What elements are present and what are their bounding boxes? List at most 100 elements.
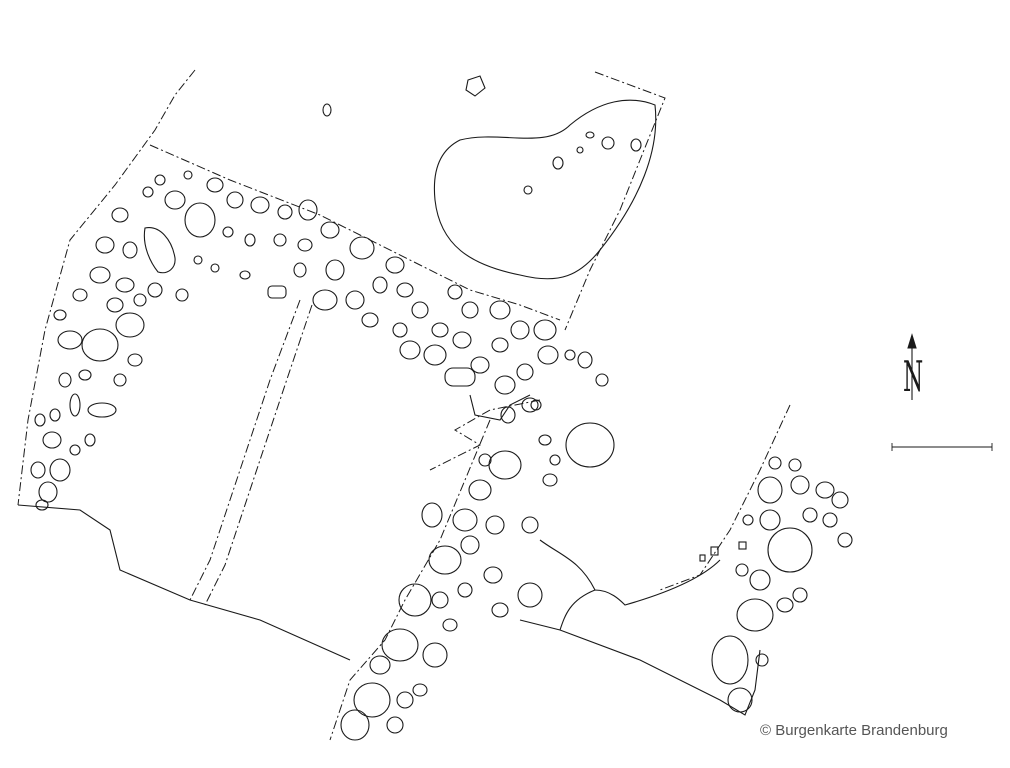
stone [133, 293, 147, 307]
stone [595, 373, 609, 387]
stone [398, 583, 432, 617]
stone [776, 597, 794, 613]
stone [210, 263, 220, 273]
stone [491, 337, 509, 353]
trench-boundary-ne [564, 71, 666, 331]
stone [175, 288, 189, 302]
stone [297, 238, 313, 252]
trench-boundary-south-west [329, 419, 491, 741]
stone [576, 146, 584, 154]
stone [767, 527, 813, 573]
stone [452, 331, 472, 349]
stone [381, 628, 419, 662]
stone [385, 256, 405, 274]
stone [510, 320, 530, 340]
stone [293, 262, 307, 278]
stone [538, 434, 552, 446]
isolated-finds [322, 75, 642, 195]
stone [89, 266, 111, 284]
stone [457, 582, 473, 598]
trench-boundaries [17, 69, 791, 741]
stone [533, 319, 557, 341]
north-arrow-head [907, 333, 917, 349]
stone [111, 207, 129, 223]
stone [423, 344, 447, 366]
stone [396, 691, 414, 709]
stone [485, 515, 505, 535]
corner-wall-outline [469, 394, 531, 421]
stone [142, 186, 154, 198]
stone [736, 598, 774, 632]
stone [273, 233, 287, 247]
stone [58, 372, 72, 388]
stone [523, 185, 533, 195]
stone [312, 289, 338, 311]
stone [521, 516, 539, 534]
stone [460, 535, 480, 555]
stone [792, 587, 808, 603]
west-wall-stones [30, 266, 147, 511]
stone [630, 138, 642, 152]
stone [164, 190, 186, 210]
stone [759, 509, 781, 531]
stone [267, 285, 287, 299]
south-wall-outline [17, 504, 351, 661]
trench-boundary-divider-a [189, 299, 301, 601]
stone [369, 655, 391, 675]
stone [206, 177, 224, 193]
stone [87, 402, 117, 418]
trench-boundary-divider-b [204, 304, 313, 606]
solid-outlines [17, 99, 761, 716]
stone [72, 288, 88, 302]
stone [361, 312, 379, 328]
stone [30, 461, 46, 479]
stone [516, 363, 534, 381]
stone [711, 635, 749, 685]
east-trench-stones [699, 456, 853, 713]
stone [412, 683, 428, 697]
stone [564, 349, 576, 361]
stone [396, 282, 414, 298]
stone [222, 226, 234, 238]
stone [468, 479, 492, 501]
stone [184, 202, 216, 238]
stone [53, 309, 67, 321]
stone [154, 174, 166, 186]
stone [788, 458, 802, 472]
stone [530, 399, 542, 411]
stone [500, 406, 516, 424]
trench-boundary-middle [429, 399, 541, 471]
north-arrow [907, 333, 917, 400]
stone [601, 136, 615, 150]
stone [755, 653, 769, 667]
stone [113, 373, 127, 387]
stone [421, 502, 443, 528]
stone [815, 481, 835, 499]
stone [537, 345, 559, 365]
stone [115, 312, 145, 338]
stone [585, 131, 595, 139]
stone [565, 422, 615, 468]
stone [399, 340, 421, 360]
stone [345, 290, 365, 310]
stone [431, 591, 449, 609]
north-wall-stones [95, 170, 559, 424]
stone [735, 563, 749, 577]
stone [250, 196, 270, 214]
stone [837, 532, 853, 548]
stone [521, 397, 539, 413]
stone [444, 367, 476, 387]
stone [489, 300, 511, 320]
stone [226, 191, 244, 209]
stone [325, 259, 345, 281]
stone [143, 227, 176, 274]
stone [183, 170, 193, 180]
stone [790, 475, 810, 495]
stone [465, 75, 486, 97]
stone [34, 413, 46, 427]
stone [478, 453, 492, 467]
stone [69, 444, 81, 456]
stone [831, 491, 849, 509]
stone [277, 204, 293, 220]
